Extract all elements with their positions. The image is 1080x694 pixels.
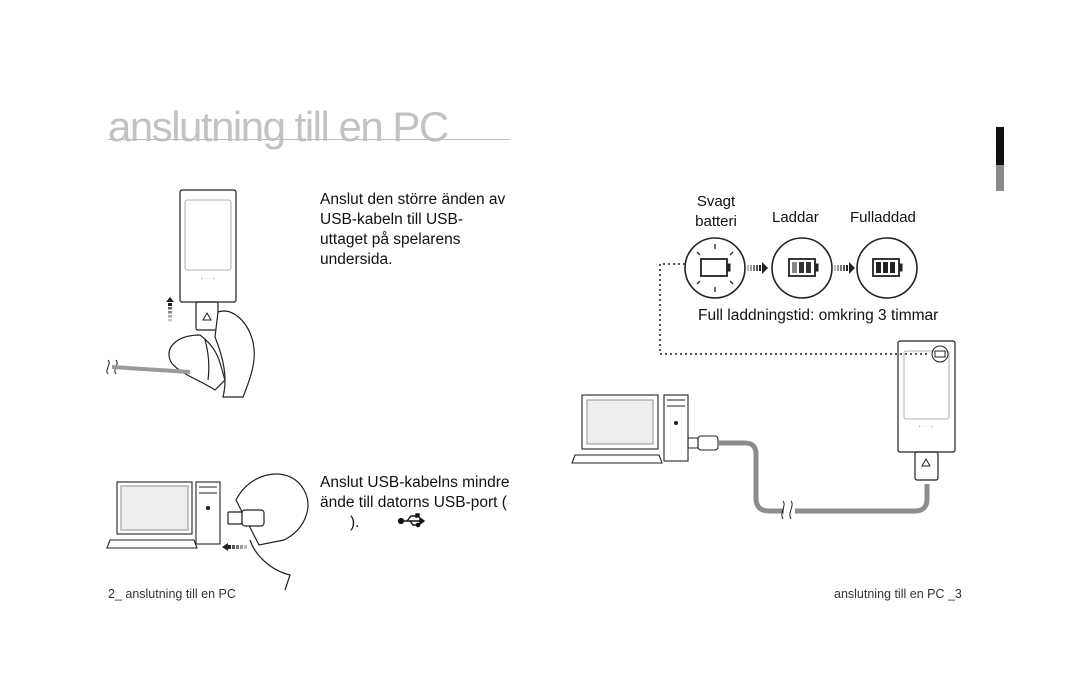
svg-text:‹ · · · ›: ‹ · · · › <box>201 276 215 282</box>
computer-illustration-step2 <box>106 481 221 549</box>
cable-step1 <box>106 359 191 375</box>
language-label: SWE <box>993 136 1004 160</box>
battery-full-icon <box>856 237 918 299</box>
dotted-connector <box>659 263 927 355</box>
hand-step1 <box>168 310 255 398</box>
player-illustration-step1: ‹ · · · › <box>179 189 237 331</box>
up-arrow-icon <box>166 297 174 322</box>
hand-step2 <box>227 473 309 591</box>
step2-text: Anslut USB-kabelns mindre ände till dato… <box>320 474 510 511</box>
battery-low-icon <box>684 237 746 299</box>
battery-low-label-line1: Svagt <box>696 193 736 210</box>
step1-instruction: Anslut den större änden av USB-kabeln ti… <box>320 191 506 268</box>
player-illustration-right: ‹ · · · › <box>897 340 956 481</box>
cable-right <box>718 440 930 514</box>
footer-right: anslutning till en PC _3 <box>834 587 962 601</box>
full-charge-time: Full laddningstid: omkring 3 timmar <box>698 307 939 324</box>
footer-left: 2_ anslutning till en PC <box>108 587 236 601</box>
battery-full-label: Fulladdad <box>850 209 916 226</box>
arrow-2-icon <box>834 262 855 274</box>
battery-low-label: Svagt batteri <box>690 192 742 232</box>
page-title: anslutning till en PC <box>108 103 449 150</box>
left-arrow-icon <box>222 543 247 551</box>
cable-break-right <box>781 500 793 520</box>
battery-charging-icon <box>771 237 833 299</box>
title-divider <box>108 139 510 140</box>
language-tab: SWE <box>978 127 1004 191</box>
svg-text:‹ · · · ›: ‹ · · · › <box>919 424 933 430</box>
step2-close: ). <box>350 514 360 531</box>
battery-charging-label: Laddar <box>772 209 819 226</box>
battery-low-label-line2: batteri <box>695 213 737 230</box>
step2-instruction: Anslut USB-kabelns mindre ände till dato… <box>320 473 520 533</box>
arrow-1-icon <box>747 262 768 274</box>
usb-symbol-icon <box>397 513 426 528</box>
computer-illustration-right <box>571 394 719 464</box>
